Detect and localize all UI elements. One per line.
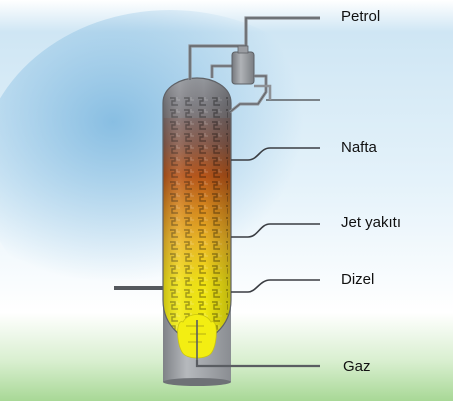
dizel-leader-line xyxy=(231,279,320,293)
condenser-cap xyxy=(237,45,249,54)
label-jet-yakiti: Jet yakıtı xyxy=(341,214,402,231)
condenser-inlet-edge xyxy=(211,65,232,78)
condenser-icon xyxy=(231,51,255,85)
feed-pipe xyxy=(114,286,166,290)
column-shading xyxy=(163,78,231,342)
label-dizel: Dizel xyxy=(341,271,375,288)
reflux-pipe-edge xyxy=(229,75,267,113)
label-nafta: Nafta xyxy=(341,139,377,156)
label-gaz: Gaz xyxy=(343,358,371,375)
jet-yakiti-leader-line xyxy=(231,223,320,238)
label-petrol: Petrol xyxy=(341,8,381,25)
nafta-leader-line xyxy=(231,147,320,161)
gaz-outlet-pipe xyxy=(195,360,320,368)
overhead-branch-pipe xyxy=(254,84,272,100)
distillation-column xyxy=(162,77,232,343)
column-base-bottom xyxy=(163,378,231,386)
bottom-liquid xyxy=(177,314,217,360)
side-draws xyxy=(231,147,320,293)
overhead-system xyxy=(188,16,320,114)
